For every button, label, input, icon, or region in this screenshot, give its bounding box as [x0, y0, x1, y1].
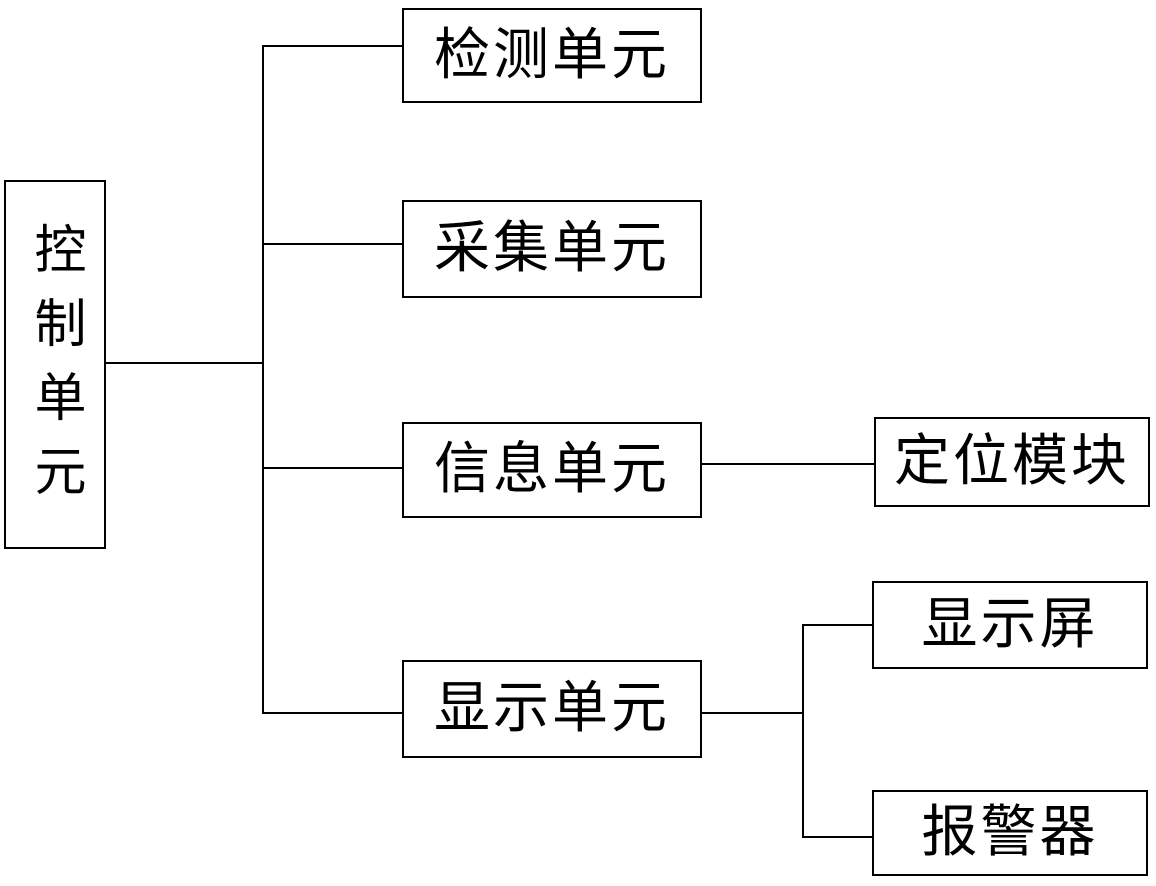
- connector-information-to-positioning: [702, 463, 874, 465]
- connector-control-to-trunk: [106, 362, 264, 364]
- connector-trunk-to-display: [264, 712, 402, 714]
- connector-display-to-subtrunk: [702, 712, 803, 714]
- node-detection-unit: 检测单元: [402, 8, 702, 103]
- connector-trunk-to-information: [264, 467, 402, 469]
- connector-trunk-to-detection: [264, 45, 402, 47]
- node-positioning-module: 定位模块: [874, 417, 1150, 507]
- node-display-screen: 显示屏: [872, 581, 1148, 669]
- node-display-unit: 显示单元: [402, 660, 702, 758]
- node-alarm: 报警器: [872, 790, 1148, 876]
- node-information-unit: 信息单元: [402, 422, 702, 518]
- connector-display-subtrunk: [802, 624, 804, 838]
- connector-main-trunk: [262, 45, 264, 714]
- node-control-unit: 控制单元: [4, 180, 106, 549]
- connector-subtrunk-to-alarm: [804, 836, 872, 838]
- node-collection-unit: 采集单元: [402, 200, 702, 298]
- connector-subtrunk-to-screen: [804, 624, 872, 626]
- connector-trunk-to-collection: [264, 243, 402, 245]
